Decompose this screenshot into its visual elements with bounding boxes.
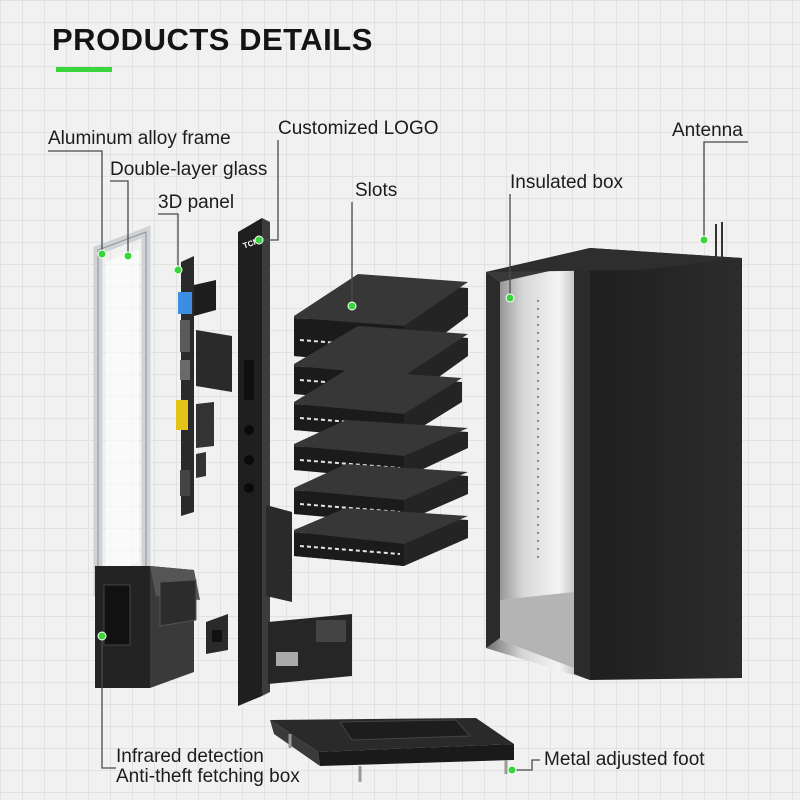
label-aluminum-frame: Aluminum alloy frame bbox=[48, 128, 231, 149]
leader-antenna bbox=[703, 141, 748, 240]
insulated-box-part bbox=[486, 222, 742, 680]
title-underline bbox=[56, 67, 112, 72]
marker-metal-foot bbox=[507, 765, 517, 775]
page-title: PRODUCTS DETAILS bbox=[52, 22, 373, 57]
slot-tray-6 bbox=[294, 508, 468, 566]
slot-tray-5 bbox=[294, 464, 468, 524]
3d-panel-part bbox=[176, 256, 232, 516]
slot-trays bbox=[294, 274, 468, 566]
anti-theft-box-part bbox=[95, 566, 200, 688]
label-antenna: Antenna bbox=[672, 120, 743, 141]
door-column-part: TCN bbox=[238, 218, 292, 706]
label-slots: Slots bbox=[355, 180, 398, 201]
leader-3d-panel bbox=[158, 213, 179, 270]
marker-infrared bbox=[97, 631, 107, 641]
label-custom-logo: Customized LOGO bbox=[278, 118, 439, 139]
label-infrared-detection: Infrared detection bbox=[116, 746, 264, 767]
label-anti-theft-box: Anti-theft fetching box bbox=[116, 766, 300, 787]
base-plate-part bbox=[270, 718, 514, 782]
label-metal-foot: Metal adjusted foot bbox=[544, 749, 705, 770]
label-3d-panel: 3D panel bbox=[158, 192, 235, 213]
leader-infrared bbox=[101, 636, 116, 769]
label-insulated-box: Insulated box bbox=[510, 172, 624, 193]
label-double-glass: Double-layer glass bbox=[110, 159, 268, 180]
leader-metal-foot bbox=[512, 759, 540, 771]
marker-slots bbox=[347, 301, 357, 311]
leader-lines bbox=[48, 140, 748, 771]
leader-custom-logo bbox=[260, 140, 279, 241]
marker-double-glass bbox=[123, 251, 133, 261]
marker-dots bbox=[97, 235, 709, 775]
aluminum-frame-part bbox=[93, 225, 151, 597]
leader-double-glass bbox=[110, 180, 129, 256]
marker-3d-panel bbox=[173, 265, 183, 275]
marker-aluminum-frame bbox=[97, 249, 107, 259]
bottom-components-part bbox=[206, 614, 352, 684]
marker-insulated-box bbox=[505, 293, 515, 303]
marker-antenna bbox=[699, 235, 709, 245]
marker-custom-logo bbox=[254, 235, 264, 245]
leader-aluminum-frame bbox=[48, 150, 103, 254]
